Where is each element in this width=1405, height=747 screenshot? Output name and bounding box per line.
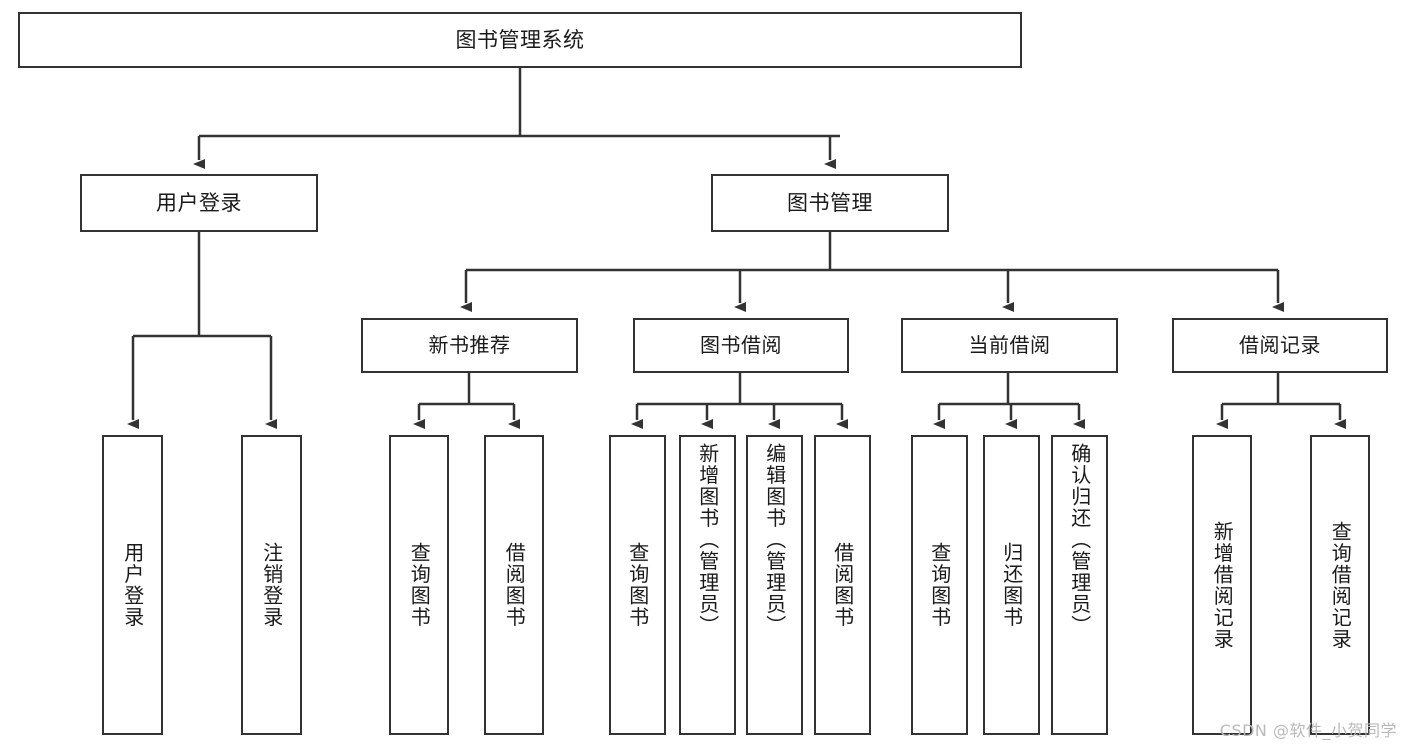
leaf-edit-book-admin[interactable]: 编辑图书（管理员） — [746, 435, 803, 735]
leaf-borrow-book-label: 借阅图书 — [830, 542, 855, 628]
node-current-borrow-label: 当前借阅 — [968, 333, 1051, 357]
node-book-management[interactable]: 图书管理 — [711, 174, 949, 232]
leaf-query-borrow-record-label: 查询借阅记录 — [1328, 520, 1353, 650]
node-user-login[interactable]: 用户登录 — [80, 174, 318, 232]
node-book-management-label: 图书管理 — [787, 190, 873, 215]
leaf-query-book-borrow[interactable]: 查询图书 — [609, 435, 666, 735]
leaf-return-book-label: 归还图书 — [999, 542, 1024, 628]
leaf-add-book-admin-label: 新增图书（管理员） — [695, 443, 720, 637]
node-book-borrow[interactable]: 图书借阅 — [633, 318, 849, 373]
node-root-label: 图书管理系统 — [455, 27, 585, 52]
leaf-query-book-recommend-label: 查询图书 — [407, 542, 432, 628]
leaf-borrow-book[interactable]: 借阅图书 — [814, 435, 871, 735]
leaf-query-book-current-label: 查询图书 — [927, 542, 952, 628]
leaf-query-borrow-record[interactable]: 查询借阅记录 — [1310, 435, 1370, 735]
leaf-logout[interactable]: 注销登录 — [241, 435, 302, 735]
leaf-edit-book-admin-label: 编辑图书（管理员） — [762, 443, 787, 637]
leaf-query-book-borrow-label: 查询图书 — [625, 542, 650, 628]
leaf-user-login-label: 用户登录 — [120, 542, 145, 628]
leaf-confirm-return-admin-label: 确认归还（管理员） — [1067, 443, 1092, 637]
leaf-confirm-return-admin[interactable]: 确认归还（管理员） — [1051, 435, 1108, 735]
node-new-book-recommend-label: 新书推荐 — [428, 333, 511, 357]
leaf-add-borrow-record-label: 新增借阅记录 — [1210, 520, 1235, 650]
node-borrow-record[interactable]: 借阅记录 — [1172, 318, 1388, 373]
node-new-book-recommend[interactable]: 新书推荐 — [361, 318, 578, 373]
node-current-borrow[interactable]: 当前借阅 — [901, 318, 1118, 373]
leaf-add-borrow-record[interactable]: 新增借阅记录 — [1192, 435, 1252, 735]
leaf-logout-label: 注销登录 — [259, 542, 284, 628]
watermark-text: CSDN @软件_小贺同学 — [1219, 721, 1397, 740]
node-root[interactable]: 图书管理系统 — [18, 12, 1022, 68]
node-book-borrow-label: 图书借阅 — [700, 333, 782, 357]
leaf-borrow-book-recommend[interactable]: 借阅图书 — [484, 435, 544, 735]
node-user-login-label: 用户登录 — [156, 190, 242, 215]
leaf-query-book-recommend[interactable]: 查询图书 — [389, 435, 449, 735]
leaf-user-login[interactable]: 用户登录 — [102, 435, 163, 735]
leaf-borrow-book-recommend-label: 借阅图书 — [502, 542, 527, 628]
leaf-return-book[interactable]: 归还图书 — [983, 435, 1040, 735]
leaf-query-book-current[interactable]: 查询图书 — [911, 435, 968, 735]
leaf-add-book-admin[interactable]: 新增图书（管理员） — [679, 435, 736, 735]
node-borrow-record-label: 借阅记录 — [1239, 333, 1321, 357]
